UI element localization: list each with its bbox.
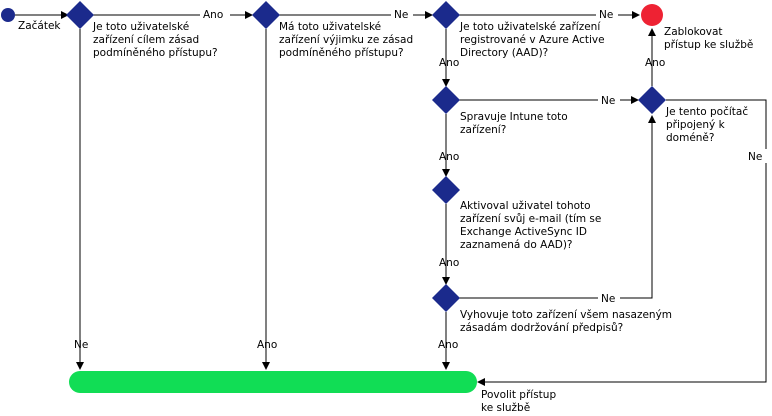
edge-label-d6-no: Ne (601, 293, 615, 305)
block-text: Zablokovat přístup ke službě (664, 26, 753, 51)
decision-compliant (432, 284, 460, 312)
edge-label-d2-no: Ne (394, 9, 408, 21)
decision-targeted (66, 1, 94, 29)
allow-node (69, 371, 477, 393)
edge-label-d4-no: Ne (601, 95, 615, 107)
edge-label-d5-yes: Ano (439, 257, 459, 269)
edge-d7-allow (477, 99, 767, 386)
decision-compliant-text: Vyhovuje toto zařízení všem nasazeným zá… (460, 309, 675, 334)
edge-label-d6-yes: Ano (438, 339, 458, 351)
decision-email-activated (432, 176, 460, 204)
edge-label-d2-yes: Ano (257, 339, 277, 351)
edge-d6-d7 (459, 115, 656, 299)
decision-domain-joined-text: Je tento počítač připojený k doméně? (665, 106, 751, 144)
start-node (1, 8, 15, 22)
start-label: Začátek (18, 20, 61, 32)
decision-targeted-text: Je toto uživatelské zařízení cílem zásad… (92, 21, 218, 59)
decision-email-activated-text: Aktivoval uživatel tohoto zařízení svůj … (460, 200, 605, 251)
decision-exempt-text: Má toto uživatelské zařízení výjimku ze … (279, 21, 416, 59)
block-node (641, 4, 663, 26)
decision-domain-joined (638, 86, 666, 114)
edge-label-d7-no: Ne (748, 151, 762, 163)
edge-label-d4-yes: Ano (439, 151, 459, 163)
decision-exempt (252, 1, 280, 29)
edge-label-d1-no: Ne (74, 339, 88, 351)
decision-intune-managed-text: Spravuje Intune toto zařízení? (460, 111, 571, 136)
decision-aad-registered-text: Je toto uživatelské zařízení registrovan… (459, 21, 608, 59)
edge-label-d7-yes: Ano (645, 57, 665, 69)
edge-label-d3-no: Ne (599, 9, 613, 21)
edge-label-d3-yes: Ano (439, 57, 459, 69)
allow-text: Povolit přístup ke službě (481, 389, 559, 414)
edge-label-d1-yes: Ano (203, 9, 223, 21)
decision-intune-managed (432, 86, 460, 114)
decision-aad-registered (432, 1, 460, 29)
